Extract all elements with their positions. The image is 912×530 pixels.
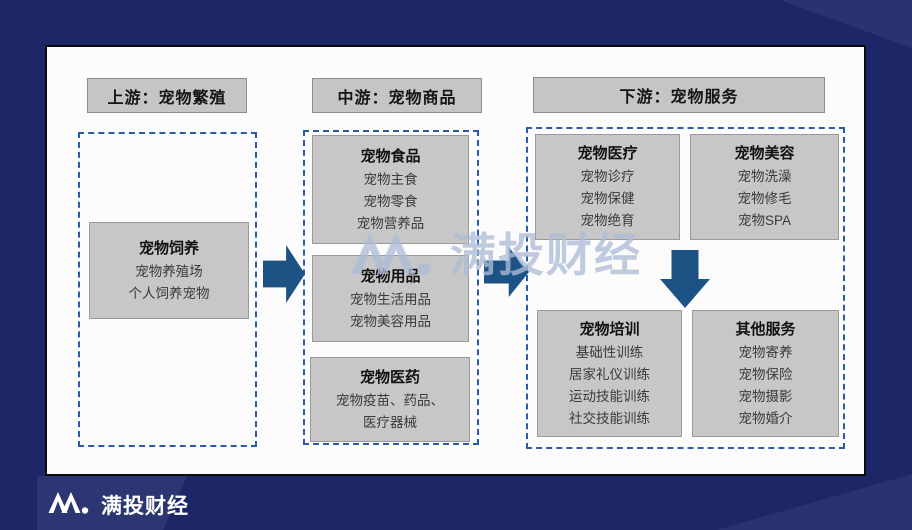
- box-item: 宠物婚介: [738, 410, 793, 426]
- box-item: 宠物寄养: [738, 344, 793, 360]
- box-item: 医疗器械: [363, 414, 417, 430]
- box-item: 宠物美容用品: [350, 313, 431, 329]
- arrow-right-icon: [263, 245, 305, 303]
- box-pet-grooming: 宠物美容 宠物洗澡 宠物修毛 宠物SPA: [690, 134, 839, 240]
- brand-m-logo-icon: [47, 489, 93, 520]
- box-title: 宠物医疗: [577, 145, 638, 162]
- background-diagonal-bottom-right: [717, 474, 912, 530]
- footer-brand-text: 满投财经: [101, 494, 189, 518]
- box-other-services: 其他服务 宠物寄养 宠物保险 宠物摄影 宠物婚介: [692, 310, 839, 437]
- box-pet-supplies: 宠物用品 宠物生活用品 宠物美容用品: [312, 255, 469, 342]
- box-item: 宠物主食: [363, 171, 418, 187]
- box-title: 宠物用品: [360, 267, 421, 285]
- box-item: 宠物零食: [363, 193, 418, 209]
- header-upstream: 上游：宠物繁殖: [87, 78, 247, 113]
- box-item: 宠物保险: [738, 366, 793, 382]
- box-item: 宠物绝育: [580, 213, 635, 228]
- box-item: 运动技能训练: [569, 388, 650, 404]
- box-item: 宠物生活用品: [350, 291, 431, 307]
- group-upstream: [78, 132, 257, 447]
- box-title: 宠物培训: [579, 320, 640, 338]
- box-pet-raising: 宠物饲养 宠物养殖场 个人饲养宠物: [89, 222, 249, 319]
- box-item: 宠物SPA: [737, 213, 791, 228]
- box-item: 宠物诊疗: [580, 169, 635, 184]
- group-midstream: [303, 130, 479, 445]
- box-item: 个人饲养宠物: [128, 285, 210, 301]
- box-pet-medical: 宠物医疗 宠物诊疗 宠物保健 宠物绝育: [535, 134, 680, 240]
- box-title: 宠物医药: [359, 368, 420, 386]
- header-midstream: 中游：宠物商品: [312, 78, 482, 113]
- box-title: 宠物食品: [360, 147, 421, 165]
- box-pet-training: 宠物培训 基础性训练 居家礼仪训练 运动技能训练 社交技能训练: [537, 310, 682, 437]
- group-downstream: [526, 127, 845, 449]
- box-item: 宠物营养品: [356, 215, 425, 231]
- box-item: 宠物养殖场: [135, 263, 203, 279]
- box-item: 宠物修毛: [737, 191, 792, 206]
- box-item: 基础性训练: [575, 344, 644, 360]
- background-diagonal-top-right: [780, 0, 912, 48]
- box-pet-medicine: 宠物医药 宠物疫苗、药品、 医疗器械: [310, 357, 470, 442]
- box-item: 社交技能训练: [569, 410, 650, 426]
- box-item: 宠物洗澡: [737, 169, 792, 184]
- box-title: 其他服务: [735, 320, 796, 338]
- box-title: 宠物美容: [734, 145, 795, 162]
- box-title: 宠物饲养: [138, 239, 199, 257]
- box-item: 宠物疫苗、药品、: [336, 392, 444, 408]
- arrow-right-icon: [484, 247, 529, 297]
- box-item: 宠物保健: [580, 191, 635, 206]
- box-item: 宠物摄影: [738, 388, 793, 404]
- header-downstream: 下游：宠物服务: [533, 77, 825, 113]
- box-pet-food: 宠物食品 宠物主食 宠物零食 宠物营养品: [312, 135, 469, 244]
- footer-brand: 满投财经: [47, 489, 189, 520]
- box-item: 居家礼仪训练: [569, 366, 650, 382]
- diagram-panel: 上游：宠物繁殖 中游：宠物商品 下游：宠物服务 宠物饲养 宠物养殖场 个人饲养宠…: [45, 45, 866, 476]
